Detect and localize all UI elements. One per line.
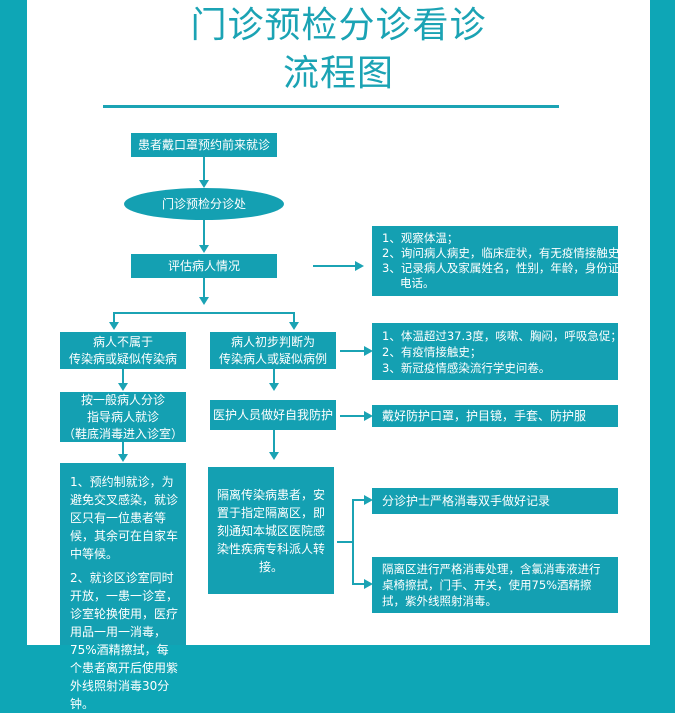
connector — [293, 312, 295, 324]
arrow-right-icon — [364, 579, 373, 589]
start-label: 患者戴口罩预约前来就诊 — [137, 137, 270, 152]
normal-patient-box: 病人不属于 传染病或疑似传染病 — [60, 332, 186, 369]
arrow-down-icon — [199, 180, 209, 188]
arrow-down-icon — [269, 452, 279, 460]
suspect-criteria-box: 1、体温超过37.3度，咳嗽、胸闷，呼吸急促； 2、有疫情接触史； 3、新冠疫情… — [372, 323, 622, 380]
suspect-patient-line2: 传染病人或疑似病例 — [218, 351, 327, 366]
staff-protection-box: 医护人员做好自我防护 — [210, 400, 336, 430]
connector — [340, 350, 366, 352]
connector — [203, 220, 205, 246]
suspect-patient-line1: 病人初步判断为 — [230, 334, 315, 349]
triage-desk-node: 门诊预检分诊处 — [124, 188, 284, 220]
connector — [340, 415, 366, 417]
general-triage-line2: 指导病人就诊 — [86, 409, 159, 424]
split-connector — [113, 312, 295, 314]
connector — [273, 369, 275, 385]
suspect-patient-box: 病人初步判断为 传染病人或疑似病例 — [210, 332, 336, 369]
criteria-3: 3、新冠疫情感染流行学史问卷。 — [382, 360, 551, 375]
general-triage-box: 按一般病人分诊 指导病人就诊 （鞋底消毒进入诊室） — [60, 392, 186, 442]
general-triage-line3: （鞋底消毒进入诊室） — [62, 426, 183, 441]
nurse-record-box: 分诊护士严格消毒双手做好记录 — [372, 488, 618, 514]
connector — [122, 442, 124, 456]
connector — [113, 312, 115, 324]
arrow-right-icon — [364, 411, 373, 421]
assess-note-3-cont: 电话。 — [400, 276, 435, 290]
isolation-label: 隔离传染病患者，安置于指定隔离区，即刻通知本城区医院感染性疾病专科派人转接。 — [216, 487, 325, 574]
criteria-1: 1、体温超过37.3度，咳嗽、胸闷，呼吸急促； — [382, 328, 622, 343]
arrow-right-icon — [364, 346, 373, 356]
assess-note-3: 3、记录病人及家属姓名，性别，年龄，身份证、 — [382, 261, 631, 275]
assess-notes-box: 1、观察体温； 2、询问病人病史，临床症状，有无疫情接触史； 3、记录病人及家属… — [372, 226, 631, 296]
connector — [337, 541, 353, 543]
arrow-down-icon — [289, 322, 299, 330]
connector — [352, 583, 366, 585]
arrow-right-icon — [364, 495, 373, 505]
criteria-2: 2、有疫情接触史； — [382, 344, 482, 359]
normal-patient-line1: 病人不属于 — [92, 334, 153, 349]
assess-note-2: 2、询问病人病史，临床症状，有无疫情接触史； — [382, 246, 631, 260]
arrow-down-icon — [118, 383, 128, 391]
arrow-down-icon — [118, 454, 128, 462]
connector — [352, 499, 366, 501]
protective-gear-label: 戴好防护口罩，护目镜，手套、防护服 — [382, 408, 587, 423]
normal-measure-2: 2、就诊区诊室同时开放，一患一诊室，诊室轮换使用，医疗用品一用一消毒，75%酒精… — [70, 571, 179, 711]
page-title-line1: 门诊预检分诊看诊 — [190, 5, 487, 46]
assess-box: 评估病人情况 — [131, 254, 277, 278]
fork-connector — [352, 499, 354, 584]
arrow-down-icon — [199, 245, 209, 253]
arrow-down-icon — [269, 383, 279, 391]
title-divider — [103, 105, 559, 108]
triage-desk-label: 门诊预检分诊处 — [161, 196, 246, 211]
protective-gear-box: 戴好防护口罩，护目镜，手套、防护服 — [372, 405, 618, 427]
assess-note-1: 1、观察体温； — [382, 231, 459, 245]
disinfection-box: 隔离区进行严格消毒处理，含氯消毒液进行桌椅擦拭，门手、开关，使用75%酒精擦拭，… — [372, 557, 618, 613]
page-title-line2: 流程图 — [282, 53, 394, 94]
connector — [203, 157, 205, 181]
connector — [313, 265, 357, 267]
arrow-right-icon — [355, 261, 364, 271]
normal-patient-line2: 传染病或疑似传染病 — [68, 351, 177, 366]
normal-measures-box: 1、预约制就诊，为避免交叉感染，就诊区只有一位患者等候，其余可在自家车中等候。 … — [60, 463, 186, 711]
connector — [203, 278, 205, 300]
staff-protection-label: 医护人员做好自我防护 — [212, 407, 333, 422]
start-box: 患者戴口罩预约前来就诊 — [131, 133, 277, 157]
connector — [273, 430, 275, 454]
general-triage-line1: 按一般病人分诊 — [80, 392, 165, 407]
assess-label: 评估病人情况 — [167, 258, 240, 273]
arrow-down-icon — [199, 297, 209, 305]
connector — [122, 369, 124, 385]
nurse-record-label: 分诊护士严格消毒双手做好记录 — [382, 493, 551, 508]
disinfection-label: 隔离区进行严格消毒处理，含氯消毒液进行桌椅擦拭，门手、开关，使用75%酒精擦拭，… — [382, 562, 601, 608]
arrow-down-icon — [109, 322, 119, 330]
normal-measure-1: 1、预约制就诊，为避免交叉感染，就诊区只有一位患者等候，其余可在自家车中等候。 — [70, 475, 179, 561]
flowchart-canvas: 门诊预检分诊看诊 流程图 患者戴口罩预约前来就诊 门诊预检分诊处 评估病人情况 … — [27, 0, 650, 711]
isolation-box: 隔离传染病患者，安置于指定隔离区，即刻通知本城区医院感染性疾病专科派人转接。 — [208, 467, 334, 594]
